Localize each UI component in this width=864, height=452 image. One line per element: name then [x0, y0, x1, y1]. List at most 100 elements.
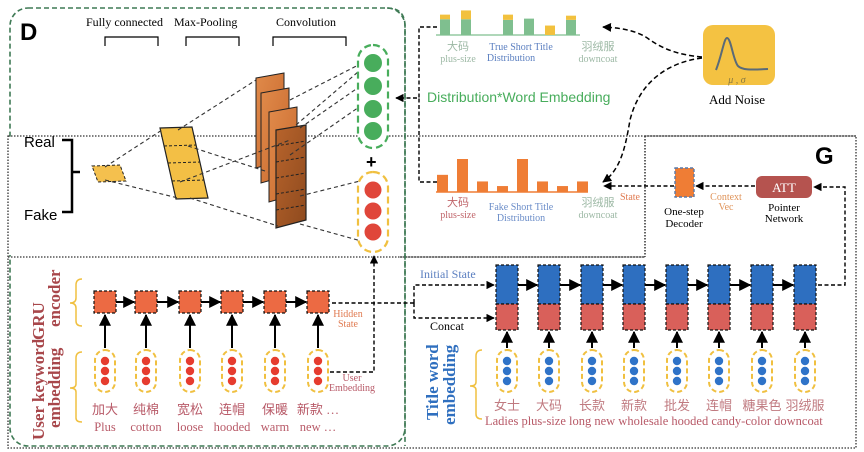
true-to-embedding-arrow: [395, 26, 437, 103]
gru-brace: [69, 278, 83, 327]
context-label-line1: Context: [710, 192, 742, 203]
gru-label-line1: GRU: [29, 302, 48, 340]
embedding-dot: [672, 356, 682, 366]
title-encoder-blue: [537, 264, 561, 305]
embedding-dot: [141, 356, 151, 366]
distribution-embedding-vector: [356, 43, 390, 150]
max-pooling-label: Max-Pooling: [174, 15, 237, 29]
true-title-line1: True Short Title: [489, 42, 553, 53]
embedding-dot: [270, 356, 280, 366]
true-distribution-chart: [436, 10, 580, 36]
title-encoder-blue: [750, 264, 774, 305]
concat-label: Concat: [430, 319, 465, 333]
gru-label-line2: encoder: [45, 269, 64, 327]
keyword-en: loose: [177, 420, 204, 434]
true-title-line2: Distribution: [487, 53, 535, 64]
title-encoder-blue: [665, 264, 689, 305]
gaussian-curve-icon: [715, 36, 769, 71]
title-word-cn: 长款: [579, 398, 605, 413]
true-bar-green: [461, 19, 471, 35]
title-encoder-red: [495, 303, 519, 331]
max-pooling-bracket: [185, 36, 240, 46]
convolution-bracket: [272, 36, 347, 46]
embedding-dot: [313, 366, 323, 376]
title-encoder-red: [750, 303, 774, 331]
convolution-label: Convolution: [276, 15, 336, 29]
fake-label: Fake: [24, 207, 57, 224]
embedding-dot: [629, 376, 639, 386]
noise-params: μ , σ: [727, 75, 747, 86]
embedding-dot: [270, 366, 280, 376]
true-right-cn: 羽绒服: [582, 40, 615, 53]
initial-state-label: Initial State: [420, 267, 476, 281]
title-encoder-red: [707, 303, 731, 331]
title-encoder-red: [537, 303, 561, 331]
fake-right-en: downcoat: [579, 210, 618, 221]
embedding-dot: [185, 356, 195, 366]
user-embedding-vector: [356, 170, 390, 254]
embedding-dot: [629, 356, 639, 366]
add-noise-label: Add Noise: [709, 92, 765, 107]
fake-bar: [577, 181, 588, 192]
embedding-dot: [185, 366, 195, 376]
true-left-cn: 大码: [447, 39, 469, 53]
user-keyword-label-line2: embedding: [45, 347, 64, 428]
title-word-cn: 大码: [536, 398, 562, 413]
context-label-line2: Vec: [719, 202, 735, 213]
title-word-cn: 女士: [494, 398, 520, 413]
user-embedding-line1: User: [343, 373, 363, 384]
embedding-dot: [544, 376, 554, 386]
title-word-cn: 新款: [621, 398, 647, 413]
true-bar-yellow: [545, 25, 555, 35]
true-bar-green: [524, 18, 534, 35]
title-word-cn: 连帽: [706, 398, 732, 413]
att-label: ATT: [772, 180, 796, 195]
real-fake-bracket: [62, 138, 80, 214]
true-bar-green: [566, 19, 576, 35]
hidden-state-line2: State: [338, 319, 359, 330]
true-bar-yellow: [566, 15, 576, 20]
title-encoder-red: [580, 303, 604, 331]
title-encoder-blue: [707, 264, 731, 305]
keyword-en: Plus: [94, 420, 116, 434]
fully-connected-node: [91, 164, 127, 183]
true-right-en: downcoat: [579, 54, 618, 65]
title-encoder-blue: [622, 264, 646, 305]
embedding-dot: [757, 366, 767, 376]
pointer-label-line1: Pointer: [768, 202, 800, 214]
fake-bar: [477, 181, 488, 192]
discriminator-box: [9, 7, 406, 447]
keyword-en: hooded: [214, 420, 252, 434]
user-keyword-label-line1: User keyword: [29, 338, 48, 440]
embedding-dot: [672, 376, 682, 386]
decoder-label-line2: Decoder: [665, 218, 703, 230]
embedding-dot: [227, 356, 237, 366]
fake-bar: [557, 186, 568, 192]
title-encoder-red: [622, 303, 646, 331]
embedding-dot: [629, 366, 639, 376]
fake-distribution-chart: [436, 159, 588, 193]
embedding-dot: [544, 356, 554, 366]
embedding-dot: [800, 366, 810, 376]
fake-bar: [457, 159, 468, 192]
keyword-en: cotton: [130, 420, 162, 434]
embedding-dot: [757, 376, 767, 386]
embedding-dot: [313, 356, 323, 366]
embedding-dot: [185, 376, 195, 386]
fake-bar: [497, 186, 508, 192]
fake-left-en: plus-size: [440, 210, 476, 221]
embedding-dot: [227, 366, 237, 376]
user-embedding-line2: Embedding: [329, 383, 375, 394]
real-label: Real: [24, 134, 55, 151]
gru-cell: [220, 290, 244, 314]
keyword-cn: 保暖: [262, 402, 288, 417]
embedding-dot: [672, 366, 682, 376]
title-word-cn: 批发: [664, 398, 690, 413]
embedding-dot: [714, 356, 724, 366]
decoder-label-line1: One-step: [664, 206, 704, 218]
title-encoder-red: [793, 303, 817, 331]
title-word-cn: 羽绒服: [785, 398, 824, 413]
keyword-en: new …: [300, 420, 336, 434]
